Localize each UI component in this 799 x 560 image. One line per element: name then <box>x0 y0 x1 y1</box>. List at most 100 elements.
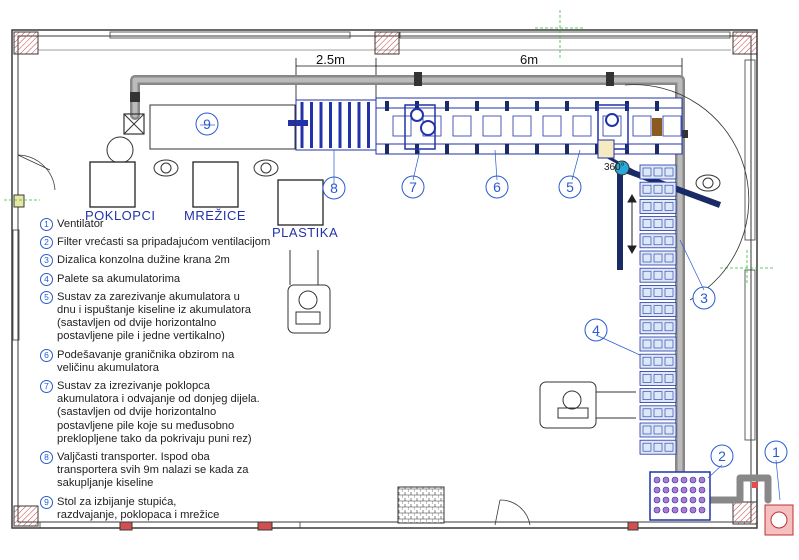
filter-bag <box>689 476 697 484</box>
pillars <box>13 31 758 531</box>
conveyor-stopper <box>385 101 389 111</box>
battery-cell <box>642 408 652 418</box>
filter-bag <box>662 486 670 494</box>
bottom-cutting-station <box>597 104 629 159</box>
filter-bag <box>662 496 670 504</box>
wall-windows <box>12 31 756 529</box>
ventilation-fan <box>764 504 794 536</box>
station-marker-circle <box>584 318 608 342</box>
battery-cell <box>653 288 663 297</box>
forklift-top <box>287 250 331 334</box>
battery-cell <box>642 425 652 435</box>
battery-cell <box>653 305 663 314</box>
filter-bag <box>680 496 688 504</box>
filter-bag <box>671 496 679 504</box>
conveyor-stopper <box>565 101 569 111</box>
battery-cell <box>653 253 663 263</box>
station-marker-number: 9 <box>203 116 211 132</box>
station-marker-circle <box>692 286 716 310</box>
battery-cell <box>642 184 652 194</box>
battery-cell <box>642 219 652 228</box>
battery-pallet <box>639 284 677 300</box>
station-marker-number: 5 <box>566 179 574 195</box>
stairwell <box>397 486 445 524</box>
area-label-grids: MREŽICE <box>184 208 246 223</box>
legend-item-number: 3 <box>40 254 53 268</box>
legend-item-number: 1 <box>40 218 53 231</box>
axis-markers <box>4 10 775 285</box>
battery-cell <box>642 322 652 332</box>
filter-bag <box>689 496 697 504</box>
marker-leaders <box>200 124 781 501</box>
roller-conveyor <box>288 97 683 155</box>
battery-slot <box>482 115 502 137</box>
battery-pallet <box>639 250 677 266</box>
battery-pallet <box>639 216 677 232</box>
battery-cell <box>664 270 674 280</box>
filter-bag <box>680 476 688 484</box>
battery-slot <box>542 115 562 137</box>
legend-item-number: 2 <box>40 236 53 250</box>
legend-item: 1 Ventilator <box>40 218 340 231</box>
legend-item-text: Ventilator <box>57 218 104 230</box>
battery-cell <box>653 356 663 366</box>
battery-cell <box>642 374 652 383</box>
battery-cell <box>642 339 652 349</box>
battery-cell <box>664 425 674 435</box>
lift-arrow <box>627 193 637 255</box>
battery-cell <box>642 202 652 211</box>
filter-bag <box>698 476 706 484</box>
battery-cell <box>653 236 663 246</box>
battery-pallet <box>639 302 677 318</box>
battery-cell <box>653 425 663 435</box>
station-marker-number: 2 <box>718 448 726 464</box>
battery-slot <box>512 115 532 137</box>
battery-cell <box>642 236 652 246</box>
battery-cell <box>642 391 652 400</box>
battery-cell <box>653 374 663 383</box>
lid-cutting-station <box>404 104 436 150</box>
filter-bag <box>653 506 661 514</box>
battery-slot <box>452 115 472 137</box>
station-marker-circle <box>401 175 425 199</box>
battery-pallet <box>639 353 677 369</box>
conveyor-stopper <box>505 101 509 111</box>
conveyor-stopper <box>445 101 449 111</box>
conveyor-stopper <box>535 101 539 111</box>
battery-pallet <box>639 319 677 335</box>
filter-bag <box>671 486 679 494</box>
battery-cell <box>664 202 674 211</box>
filter-bag <box>680 506 688 514</box>
battery-cell <box>664 219 674 228</box>
filter-bag <box>653 476 661 484</box>
legend-item-number: 6 <box>40 348 53 362</box>
battery-cell <box>653 167 663 177</box>
battery-cell <box>664 374 674 383</box>
station-marker-number: 6 <box>493 179 501 195</box>
conveyor-stopper <box>475 144 479 154</box>
battery-cell <box>642 253 652 263</box>
filter-bag <box>698 486 706 494</box>
legend-item-text: Sustav za izrezivanje poklopca akumulato… <box>57 380 260 445</box>
station-marker-circle <box>558 175 582 199</box>
conveyor-stopper <box>655 101 659 111</box>
battery-cell <box>664 339 674 349</box>
battery-cell <box>664 253 674 263</box>
conveyor-stopper <box>655 144 659 154</box>
battery-cell <box>664 408 674 418</box>
battery-pallet <box>639 422 677 438</box>
legend-item-text: Palete sa akumulatorima <box>57 272 181 285</box>
filter-bag <box>653 496 661 504</box>
station-marker-number: 7 <box>409 179 417 195</box>
legend-item-number: 5 <box>40 290 53 304</box>
filter-bag <box>698 506 706 514</box>
battery-slot <box>662 115 682 137</box>
battery-pallet <box>639 388 677 404</box>
battery-cell <box>642 356 652 366</box>
station-marker-number: 1 <box>772 444 780 460</box>
filter-bag <box>671 476 679 484</box>
conveyor-stopper <box>565 144 569 154</box>
